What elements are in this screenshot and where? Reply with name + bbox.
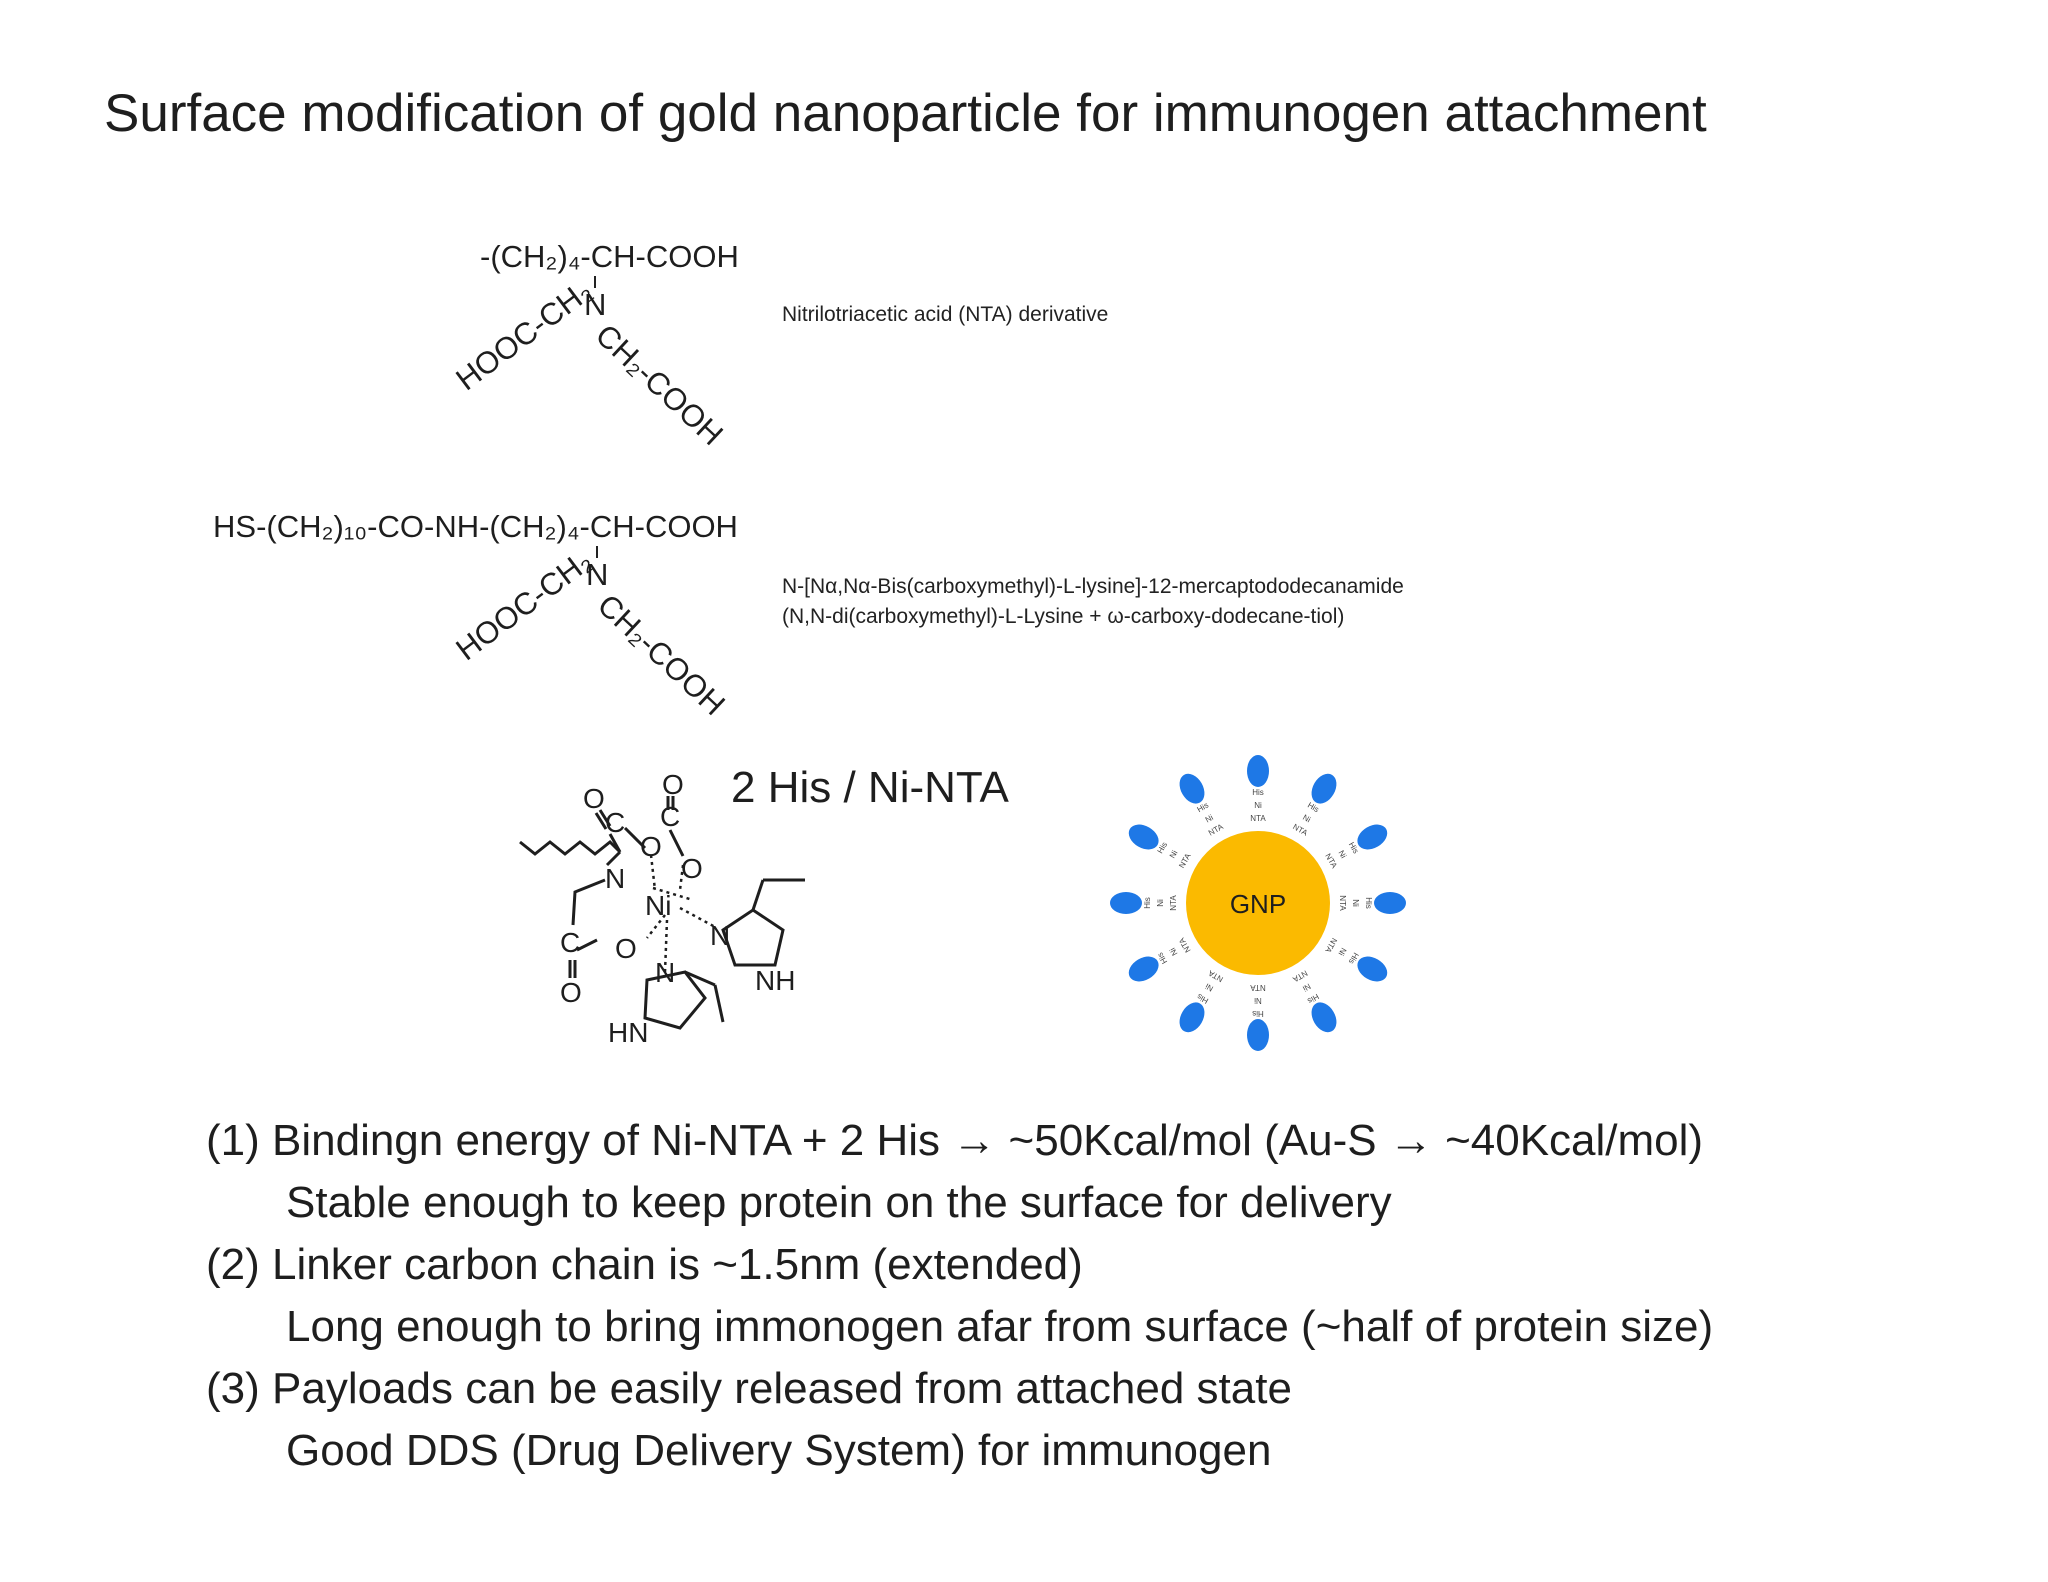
ligand-label: NTA <box>1323 936 1339 954</box>
ligand-label: Ni <box>1301 813 1312 825</box>
bullet-1-head: (1) Bindingn energy of Ni-NTA + 2 His → … <box>206 1110 1703 1172</box>
atom-o: O <box>560 977 582 1008</box>
ligand-label: NTA <box>1250 983 1266 992</box>
ligand-label: His <box>1143 897 1152 909</box>
linker-left-arm: HOOC-CH₂ <box>449 542 599 668</box>
linker-right-arm: CH₂-COOH <box>590 587 732 723</box>
ligand-label: NTA <box>1250 814 1266 823</box>
atom-hn: HN <box>608 1017 648 1048</box>
nta-right-arm: CH₂-COOH <box>588 317 730 453</box>
ligand-label: NTA <box>1291 822 1309 838</box>
ligand-label: NTA <box>1323 852 1339 870</box>
ligand-label: Ni <box>1336 946 1348 957</box>
gnp-label: GNP <box>1230 889 1286 919</box>
atom-c: C <box>605 807 625 838</box>
bullet-3-detail: Good DDS (Drug Delivery System) for immu… <box>286 1426 1272 1475</box>
atom-o: O <box>640 831 662 862</box>
atom-n: N <box>605 863 625 894</box>
linker-bond <box>596 546 598 558</box>
ligand-label: Ni <box>1254 801 1262 810</box>
immunogen-ellipse <box>1374 892 1406 914</box>
bullet-1-value-2: ~40Kcal/mol) <box>1445 1116 1704 1165</box>
ligand-label: His <box>1252 788 1264 797</box>
bullet-1-value-1: ~50Kcal/mol (Au-S <box>1008 1116 1377 1165</box>
nta-bond <box>594 276 596 288</box>
ligand-label: NTA <box>1177 851 1193 869</box>
alkyl-chain <box>519 839 622 856</box>
bullet-3-head: (3) Payloads can be easily released from… <box>206 1364 1292 1413</box>
atom-o: O <box>583 783 605 814</box>
atom-o: O <box>615 933 637 964</box>
immunogen-ellipse <box>1128 824 1159 850</box>
gnp-core <box>1186 831 1330 975</box>
atom-n: N <box>655 957 675 988</box>
immunogen-ellipse <box>1110 892 1142 914</box>
arrow-icon: → <box>1388 1116 1433 1165</box>
ligand-label: NTA <box>1207 822 1225 838</box>
complex-label: 2 His / Ni-NTA <box>731 763 1009 812</box>
ligand-label: NTA <box>1169 895 1178 911</box>
immunogen-ellipse <box>1357 956 1388 982</box>
immunogen-ellipse <box>1128 956 1159 982</box>
ligand-label: Ni <box>1301 982 1312 994</box>
atom-c: C <box>560 927 580 958</box>
ligand-label: NTA <box>1206 968 1224 984</box>
ligand-label: His <box>1252 1009 1264 1018</box>
ligand-label: Ni <box>1168 849 1180 860</box>
immunogen-ellipse <box>1179 1002 1205 1033</box>
ligand-label: NTA <box>1291 968 1309 984</box>
bullet-1-head-text: (1) Bindingn energy of Ni-NTA + 2 His <box>206 1116 941 1165</box>
atom-o: O <box>681 853 703 884</box>
ligand-label: Ni <box>1168 946 1180 957</box>
linker-chain-top: HS-(CH₂)₁₀-CO-NH-(CH₂)₄-CH-COOH <box>213 509 738 544</box>
ligand-label: NTA <box>1177 936 1193 954</box>
nta-chain-top: -(CH₂)₄-CH-COOH <box>480 239 739 274</box>
ni-nta-his-complex: O C O C O O N Ni N NH C O O N HN <box>519 769 805 1048</box>
ligand-label: NTA <box>1338 895 1347 911</box>
immunogen-ellipse <box>1357 824 1388 850</box>
atom-n: N <box>710 920 730 951</box>
linker-nitrogen: N <box>586 557 609 592</box>
linker-description-line1: N-[Nα,Nα-Bis(carboxymethyl)-L-lysine]-12… <box>782 575 1404 598</box>
ligand-label: Ni <box>1204 981 1215 993</box>
immunogen-ellipse <box>1311 1002 1337 1033</box>
ligand-label: His <box>1364 897 1373 909</box>
atom-nh: NH <box>755 965 795 996</box>
ligand-label: Ni <box>1337 849 1349 860</box>
atom-c: C <box>660 801 680 832</box>
bullet-2-detail: Long enough to bring immonogen afar from… <box>286 1302 1714 1351</box>
arrow-icon: → <box>952 1116 997 1165</box>
ligand-label: Ni <box>1254 996 1262 1005</box>
nta-description: Nitrilotriacetic acid (NTA) derivative <box>782 303 1109 326</box>
nta-nitrogen: N <box>584 287 607 322</box>
bullet-2-head: (2) Linker carbon chain is ~1.5nm (exten… <box>206 1240 1083 1289</box>
bullet-1-detail: Stable enough to keep protein on the sur… <box>286 1178 1392 1227</box>
linker-description-line2: (N,N-di(carboxymethyl)-L-Lysine + ω-carb… <box>782 605 1345 628</box>
atom-o: O <box>662 769 684 800</box>
immunogen-ellipse <box>1179 773 1205 804</box>
immunogen-ellipse <box>1311 773 1337 804</box>
ligand-label: Ni <box>1204 813 1215 825</box>
immunogen-ellipse <box>1247 755 1269 787</box>
atom-ni: Ni <box>645 890 671 921</box>
ligand-label: Ni <box>1351 899 1360 907</box>
immunogen-ellipse <box>1247 1019 1269 1051</box>
nta-left-arm: HOOC-CH₂ <box>449 272 599 398</box>
ligand-label: Ni <box>1156 899 1165 907</box>
page-title: Surface modification of gold nanoparticl… <box>104 84 1707 143</box>
